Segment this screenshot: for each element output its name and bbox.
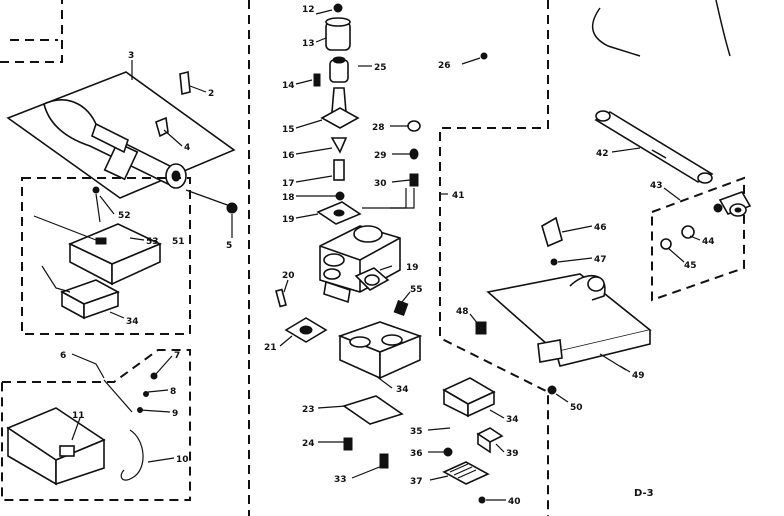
callout-33: 33 [334,475,347,485]
callout-15: 15 [282,125,295,135]
callout-49: 49 [632,371,645,381]
callout-16: 16 [282,151,295,161]
callout-55: 55 [410,285,423,295]
callout-51: 51 [172,237,185,247]
callout-18: 18 [282,193,295,203]
section-dividers [0,0,549,516]
callout-3: 3 [128,51,134,61]
callout-28: 28 [372,123,385,133]
leader-lines [71,9,701,501]
callout-39: 39 [506,449,519,459]
callout-47: 47 [594,255,607,265]
callout-labels: 12 13 25 26 14 15 28 16 29 17 30 18 41 1… [60,5,715,507]
callout-19-body: 19 [406,263,419,273]
callout-36: 36 [410,449,423,459]
group-51-assembly [21,177,191,335]
callout-23: 23 [302,405,315,415]
callout-9: 9 [172,409,178,419]
callout-53: 53 [146,237,159,247]
callout-25: 25 [374,63,387,73]
callout-21: 21 [264,343,277,353]
callout-40: 40 [508,497,521,507]
callout-52: 52 [118,211,131,221]
callout-26: 26 [438,61,451,71]
callout-14: 14 [282,81,295,91]
callout-17: 17 [282,179,295,189]
callout-48: 48 [456,307,469,317]
callout-24: 24 [302,439,315,449]
callout-34-left: 34 [126,317,139,327]
callout-41: 41 [452,191,465,201]
group-6-assembly [1,349,191,501]
callout-11: 11 [72,411,85,421]
callout-38: 34 [506,415,519,425]
callout-30: 30 [374,179,387,189]
callout-29: 29 [374,151,387,161]
callout-42: 42 [596,149,609,159]
right-side-parts [475,0,752,395]
callout-8: 8 [170,387,176,397]
center-column-parts [275,3,504,504]
callout-2: 2 [208,89,214,99]
callout-12: 12 [302,5,315,15]
callout-46: 46 [594,223,607,233]
callout-35: 35 [410,427,423,437]
callout-5: 5 [226,241,232,251]
callout-50: 50 [570,403,583,413]
sheet-label: D-3 [634,488,654,499]
callout-4: 4 [184,143,190,153]
group-3-assembly [6,70,238,238]
callout-13: 13 [302,39,315,49]
callout-10: 10 [176,455,189,465]
callout-20: 20 [282,271,295,281]
callout-37: 37 [410,477,423,487]
callout-43: 43 [650,181,663,191]
callout-7: 7 [174,351,180,361]
callout-44: 44 [702,237,715,247]
callout-19: 19 [282,215,295,225]
callout-6: 6 [60,351,66,361]
callout-45: 45 [684,261,697,271]
callout-34-center: 34 [396,385,409,395]
